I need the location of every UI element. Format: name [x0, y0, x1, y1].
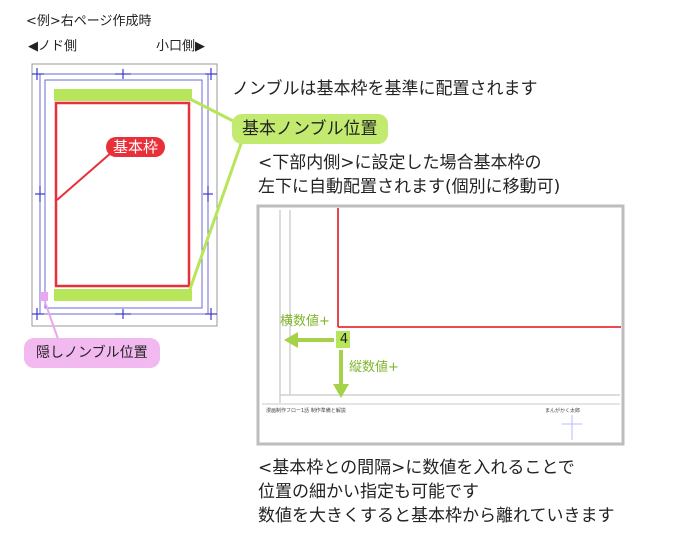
- basic-position-label: 基本ノンブル位置: [232, 114, 388, 144]
- gutter-side-label: ◀ノド側: [28, 39, 77, 54]
- example-label: <例>右ページ作成時: [26, 14, 152, 29]
- horizontal-value-label: 横数値+: [280, 314, 330, 329]
- registration-marks: [32, 68, 217, 320]
- auto-line-2: 左下に自動配置されます(個別に移動可): [258, 177, 561, 197]
- detail-footer-left: 漫画制作フロー1話 制作準備と解説: [266, 408, 346, 414]
- basic-frame: [54, 101, 191, 288]
- hidden-position-label: 隠しノンブル位置: [24, 338, 160, 368]
- edge-side-label: 小口側▶: [156, 39, 205, 54]
- hidden-nombre-marker: [40, 292, 48, 301]
- bottom-line-1: <基本枠との間隔>に数値を入れることで: [258, 458, 575, 478]
- detail-footer-right: まんがかく太郎: [545, 408, 581, 414]
- horizontal-arrow: [284, 332, 298, 348]
- placement-note: ノンブルは基本枠を基準に配置されます: [232, 79, 538, 99]
- hidden-pointer: [44, 301, 59, 340]
- basic-pointer-bottom: [188, 137, 245, 290]
- page-number-box: [336, 331, 350, 348]
- auto-line-1: <下部内側>に設定した場合基本枠の: [258, 153, 542, 173]
- bottom-nombre-bar: [54, 289, 192, 301]
- vertical-value-label: 縦数値+: [349, 360, 399, 375]
- page-number: 4: [339, 332, 349, 347]
- vertical-arrow: [333, 384, 349, 398]
- kihonwaku-label: 基本枠: [106, 137, 166, 157]
- top-nombre-bar: [54, 89, 192, 101]
- kihonwaku-pointer: [56, 151, 113, 201]
- bottom-line-2: 位置の細かい指定も可能です: [258, 482, 479, 502]
- bottom-line-3: 数値を大きくすると基本枠から離れていきます: [258, 506, 615, 526]
